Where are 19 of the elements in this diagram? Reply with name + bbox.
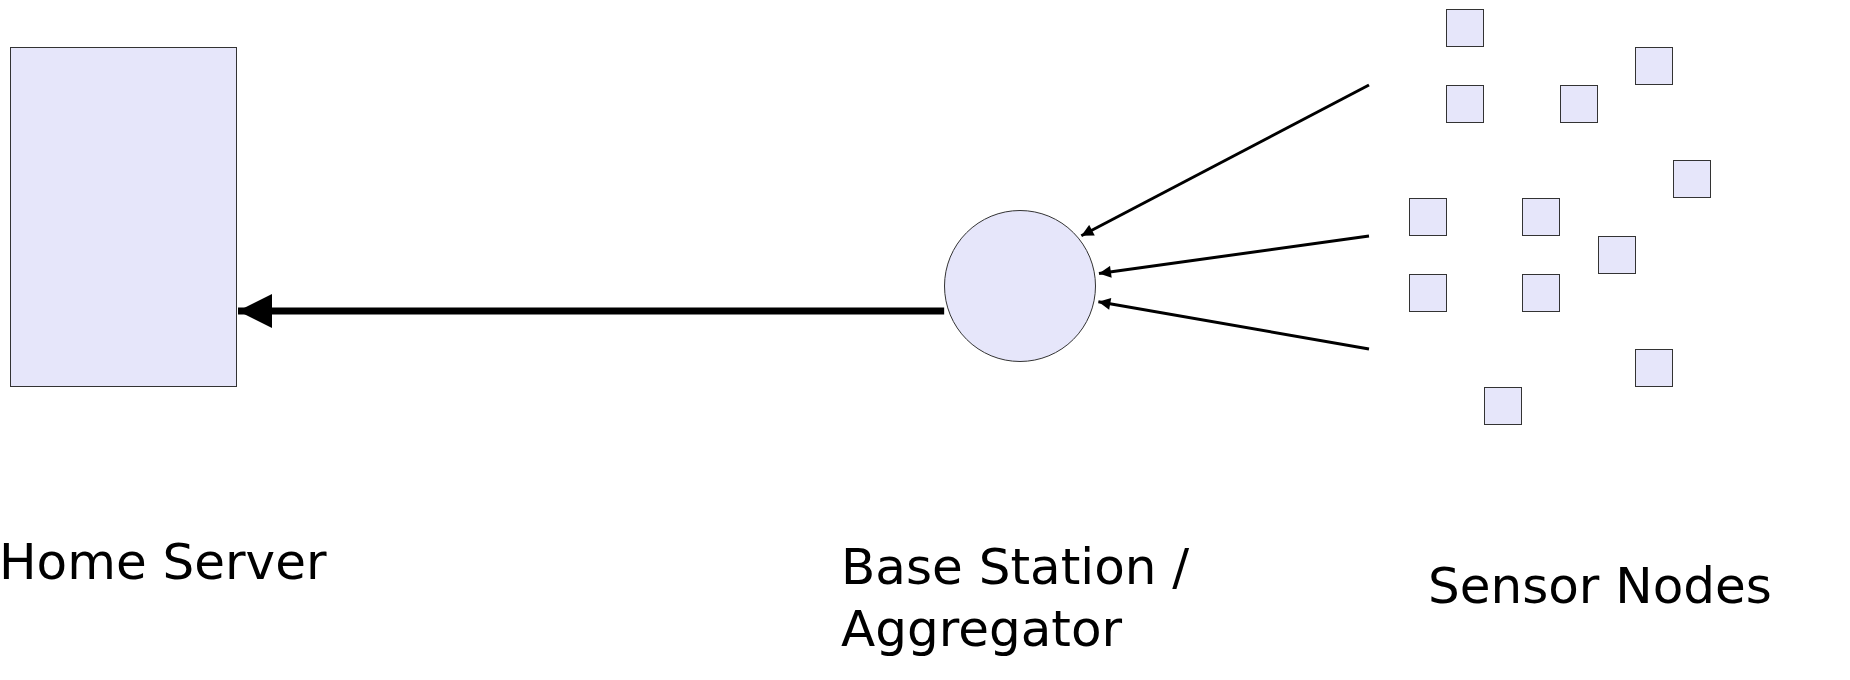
sensor-square [1635,47,1673,85]
sensor-square [1598,236,1636,274]
sensor-square [1522,274,1560,312]
node-label: Home Server [0,532,327,593]
arrow [238,294,945,328]
sensor-square [1446,85,1484,123]
sensor-square [1635,349,1673,387]
arrow [1080,83,1370,238]
sensor-square [1409,274,1447,312]
sensor-square [1522,198,1560,236]
node-label: Sensor Nodes [1428,556,1772,617]
sensor-square [1446,9,1484,47]
arrow [1098,297,1370,351]
sensor-square [1409,198,1447,236]
sensor-square [1673,160,1711,198]
sensor-square [1484,387,1522,425]
node-label: Base Station / Aggregator [841,537,1191,660]
arrow [1098,234,1370,278]
sensor-square [1560,85,1598,123]
